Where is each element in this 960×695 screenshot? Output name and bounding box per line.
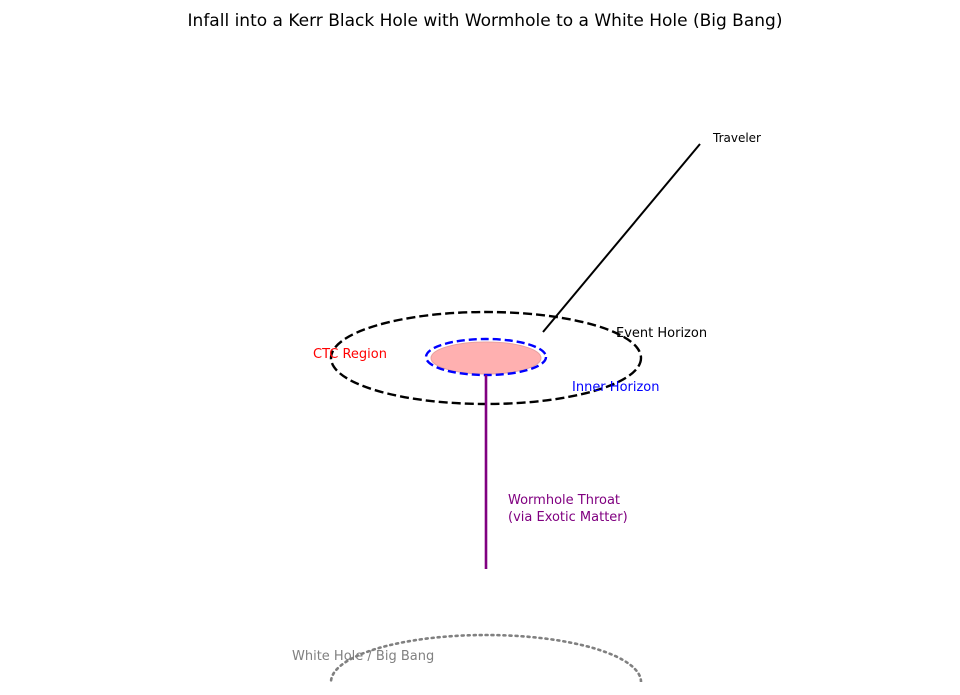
ctc-region <box>430 341 542 375</box>
wormhole-label-line1: Wormhole Throat <box>508 493 620 508</box>
wormhole-label-line2: (via Exotic Matter) <box>508 510 628 525</box>
white-hole <box>329 633 643 682</box>
traveler-label: Traveler <box>712 131 761 145</box>
inner-horizon-label: Inner Horizon <box>572 380 660 395</box>
traveler-path <box>542 143 701 333</box>
ctc-region-label: CTC Region <box>313 347 387 362</box>
wormhole-label: Wormhole Throat (via Exotic Matter) <box>508 493 628 525</box>
event-horizon-label: Event Horizon <box>616 326 707 341</box>
white-hole-label: White Hole / Big Bang <box>292 649 434 664</box>
diagram-title: Infall into a Kerr Black Hole with Wormh… <box>188 11 783 31</box>
